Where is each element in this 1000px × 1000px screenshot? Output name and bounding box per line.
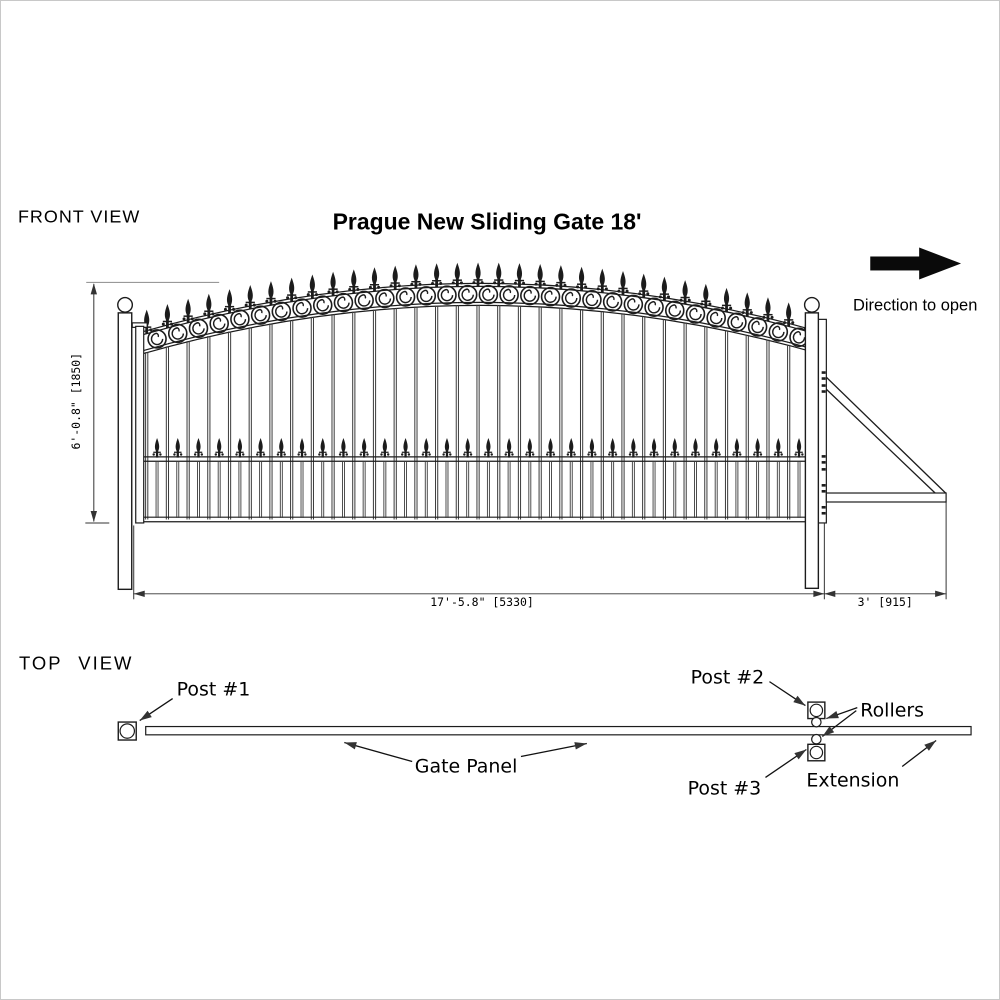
direction-arrow-icon — [870, 247, 962, 280]
dimension-arrowheads — [90, 283, 947, 598]
top-view-label: TOP VIEW — [19, 653, 134, 674]
post2-label: Post #2 — [691, 667, 765, 689]
post3-label: Post #3 — [688, 777, 762, 799]
front-view-section: FRONT VIEW Prague New Sliding Gate 18' D… — [18, 207, 977, 609]
direction-label: Direction to open — [853, 296, 977, 314]
gate-front-drawing — [117, 262, 947, 591]
post1-label: Post #1 — [177, 679, 251, 701]
roller-bottom-shape — [811, 733, 822, 745]
front-view-dimensions: 6'-0.8" [1850] 17'-5.8" [5330] 3' [915] — [69, 281, 947, 609]
gate-panel-bar — [145, 725, 972, 736]
dim-width-text: 17'-5.8" [5330] — [430, 595, 534, 609]
gate-panel-label: Gate Panel — [415, 755, 518, 777]
post2-circle — [809, 703, 824, 718]
roller-top-shape — [811, 716, 822, 728]
front-view-label: FRONT VIEW — [18, 207, 140, 227]
dim-height-text: 6'-0.8" [1850] — [69, 353, 83, 450]
dim-extension-text: 3' [915] — [858, 595, 913, 609]
leader-lines — [139, 681, 937, 778]
extension-label: Extension — [806, 769, 899, 791]
page-title: Prague New Sliding Gate 18' — [333, 209, 642, 235]
post3-circle — [809, 745, 824, 760]
top-view-shapes — [117, 701, 972, 762]
post1-circle — [119, 723, 136, 739]
top-view-section: TOP VIEW Post #1 Gate Panel Post #2 Roll… — [19, 653, 972, 799]
rollers-label: Rollers — [860, 700, 924, 722]
